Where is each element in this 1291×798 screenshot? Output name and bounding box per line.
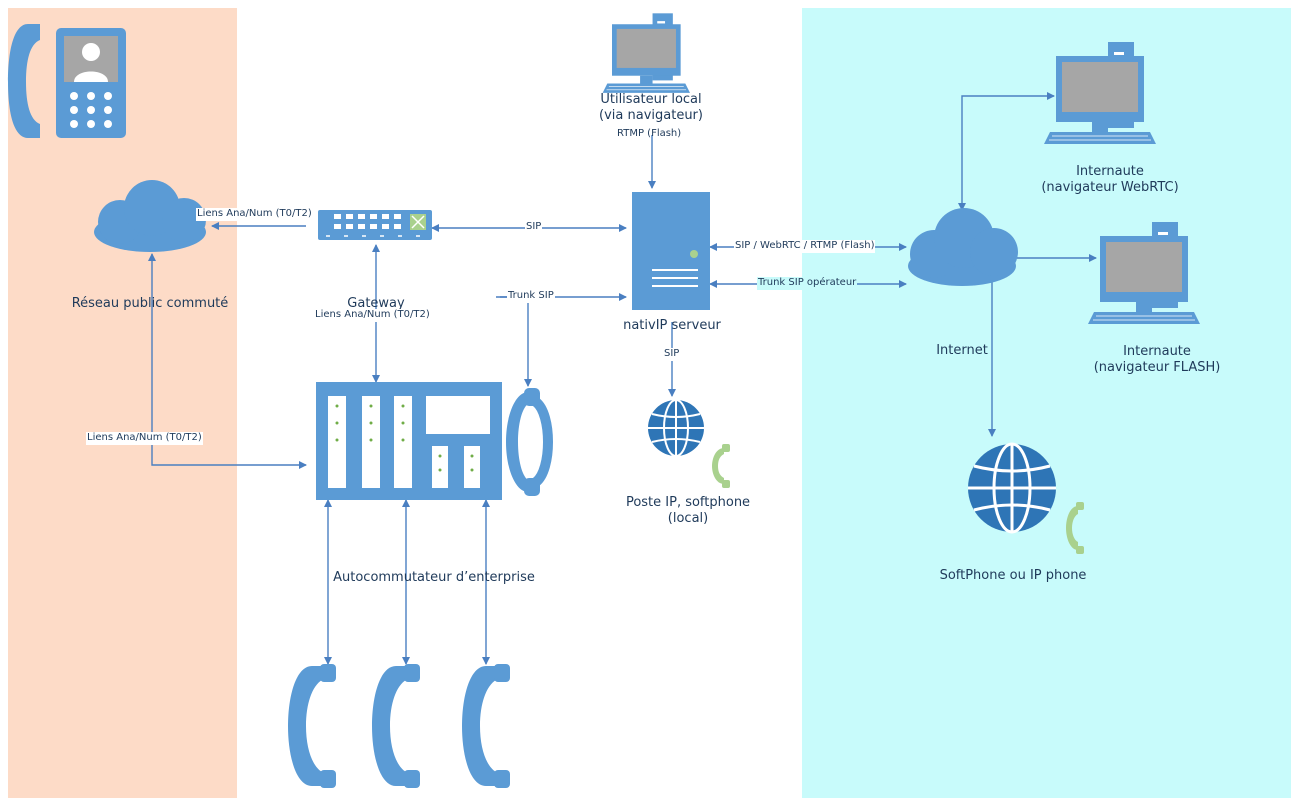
webrtc-user-label: Internaute (navigateur WebRTC) bbox=[1041, 164, 1178, 197]
pstn-pbx-link-label: Liens Ana/Num (T0/T2) bbox=[86, 432, 203, 445]
rtmp-flash-link-label: RTMP (Flash) bbox=[617, 128, 682, 139]
gateway-pstn-link-label: Liens Ana/Num (T0/T2) bbox=[196, 208, 313, 221]
internet-cloud-icon bbox=[908, 208, 1018, 286]
desktop-computer-icon bbox=[1043, 41, 1157, 145]
ip-phone-local-label-line1: Poste IP, softphone bbox=[625, 495, 751, 510]
server-tower-icon bbox=[632, 192, 710, 310]
globe-phone-icon bbox=[648, 399, 730, 488]
pbx-label: Autocommutateur d’enterprise bbox=[333, 570, 535, 585]
webrtc-user-label-line1: Internaute bbox=[1076, 164, 1144, 179]
link-internet-webrtc bbox=[958, 92, 1055, 211]
desktop-computer-icon bbox=[1087, 221, 1201, 325]
link-trunk-sip-handset bbox=[500, 296, 532, 387]
flash-user-label-line1: Internaute bbox=[1123, 344, 1191, 359]
sip-internet-link-label: SIP / WebRTC / RTMP (Flash) bbox=[734, 240, 876, 253]
gateway-pbx-link-label: Liens Ana/Num (T0/T2) bbox=[314, 309, 431, 322]
handset-icon bbox=[288, 664, 336, 788]
desktop-computer-icon bbox=[602, 13, 691, 94]
sip-gateway-link-label: SIP bbox=[525, 221, 543, 234]
pstn-label: Réseau public commuté bbox=[71, 296, 229, 311]
local-user-label-line2: (via navigateur) bbox=[599, 108, 703, 124]
mobile-phone-icon bbox=[8, 24, 126, 138]
trunk-sip-operator-link-label: Trunk SIP opérateur bbox=[757, 277, 858, 290]
ip-phone-local-label-line2: (local) bbox=[667, 511, 709, 527]
softphone-remote-label: SoftPhone ou IP phone bbox=[939, 568, 1087, 583]
sip-local-link-label: SIP bbox=[663, 348, 681, 361]
link-pstn-pbx bbox=[148, 253, 307, 469]
handset-icon bbox=[462, 664, 510, 788]
pstn-cloud-icon bbox=[94, 180, 206, 252]
nativip-server-label: nativIP serveur bbox=[623, 318, 721, 333]
gateway-label: Gateway bbox=[347, 296, 405, 311]
local-user-label-line1: Utilisateur local bbox=[600, 92, 702, 107]
handset-icon bbox=[506, 388, 553, 496]
internet-label: Internet bbox=[936, 343, 988, 358]
flash-user-label: Internaute (navigateur FLASH) bbox=[1094, 344, 1221, 377]
gateway-switch-icon bbox=[318, 210, 432, 240]
handset-icon bbox=[372, 664, 420, 788]
ip-phone-local-label: Poste IP, softphone (local) bbox=[626, 495, 750, 528]
trunk-sip-link-label: Trunk SIP bbox=[507, 290, 555, 303]
flash-user-label-line2: (navigateur FLASH) bbox=[1093, 360, 1221, 376]
local-user-label: Utilisateur local (via navigateur) bbox=[599, 92, 703, 125]
webrtc-user-label-line2: (navigateur WebRTC) bbox=[1041, 180, 1179, 196]
pbx-rack-icon bbox=[316, 382, 502, 500]
globe-phone-icon bbox=[968, 442, 1084, 554]
